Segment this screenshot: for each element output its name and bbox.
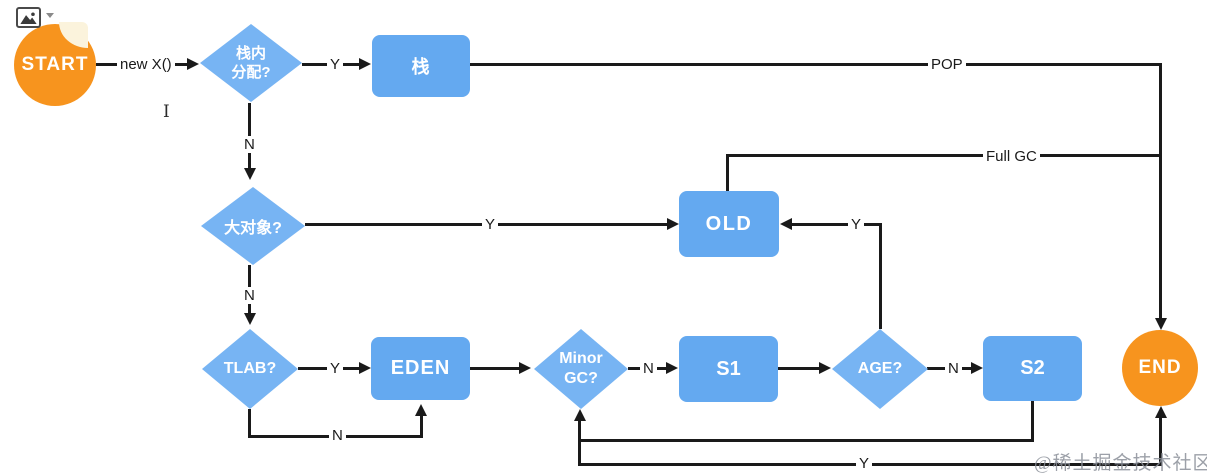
arrowhead [971, 362, 983, 374]
image-icon [20, 12, 37, 24]
edge-label-tlab-yes: Y [327, 360, 344, 377]
node-s1-label: S1 [716, 357, 741, 380]
edge-segment [420, 415, 423, 438]
edge-segment [578, 420, 581, 466]
edge-segment [879, 223, 882, 329]
edge-label-full-gc: Full GC [983, 148, 1040, 165]
chevron-down-icon[interactable] [46, 13, 54, 18]
edge-segment [792, 223, 881, 226]
arrowhead [187, 58, 199, 70]
arrowhead [1155, 318, 1167, 330]
edge-segment [1159, 417, 1162, 464]
node-s2-label: S2 [1020, 357, 1045, 379]
edge-segment [1031, 401, 1034, 442]
arrowhead [574, 409, 586, 421]
edge-label-pop: POP [928, 56, 966, 73]
node-old-label: OLD [705, 212, 753, 235]
edge-label-age-no: N [945, 360, 962, 377]
node-eden: EDEN [371, 337, 470, 400]
edge-label-new-x: new X() [117, 56, 175, 73]
arrowhead [244, 313, 256, 325]
arrowhead [519, 362, 531, 374]
node-s1: S1 [679, 336, 778, 402]
arrowhead [415, 404, 427, 416]
edge-label-age-to-old-yes: Y [848, 216, 865, 233]
node-eden-label: EDEN [390, 357, 451, 379]
edge-segment [1159, 63, 1162, 319]
node-age-decision: AGE? [832, 329, 928, 409]
edge-segment [248, 103, 251, 168]
arrowhead [359, 362, 371, 374]
edge-segment [578, 439, 1034, 442]
node-minor-gc-label: Minor GC? [559, 350, 603, 387]
arrowhead [667, 218, 679, 230]
image-tool-button[interactable] [16, 7, 41, 28]
edge-label-minor-gc-yes: Y [856, 455, 873, 472]
node-big-object-decision: 大对象? [201, 187, 305, 265]
node-start-label: START [21, 54, 89, 75]
edge-segment [470, 367, 520, 370]
watermark: @稀土掘金技术社区 [1034, 453, 1207, 474]
edge-label-minor-gc-no: N [640, 360, 657, 377]
node-tlab-label: TLAB? [223, 360, 277, 377]
node-stack: 栈 [372, 35, 470, 97]
edge-label-tlab-no: N [329, 427, 346, 444]
node-tlab-decision: TLAB? [202, 329, 298, 409]
edge-segment [726, 154, 1162, 157]
arrowhead [359, 58, 371, 70]
node-age-label: AGE? [857, 360, 903, 377]
node-old: OLD [679, 191, 779, 257]
node-end: END [1122, 330, 1198, 406]
node-big-object-label: 大对象? [224, 220, 282, 237]
node-s2: S2 [983, 336, 1082, 401]
arrowhead [819, 362, 831, 374]
node-stack-label: 栈 [411, 57, 431, 77]
arrowhead [1155, 406, 1167, 418]
edge-segment [726, 155, 729, 192]
arrowhead [244, 168, 256, 180]
edge-label-big-object-no: N [241, 287, 258, 304]
edge-label-stack-alloc-yes: Y [327, 56, 344, 73]
node-minor-gc-decision: Minor GC? [534, 329, 628, 409]
edge-label-big-object-yes: Y [482, 216, 499, 233]
edge-segment [248, 409, 251, 438]
arrowhead [780, 218, 792, 230]
node-stack-alloc-label: 栈内 分配? [231, 45, 271, 81]
node-end-label: END [1138, 357, 1182, 378]
edge-segment [778, 367, 820, 370]
text-cursor-icon: I [163, 102, 170, 122]
node-stack-alloc-decision: 栈内 分配? [200, 24, 302, 102]
arrowhead [666, 362, 678, 374]
edge-label-stack-alloc-no: N [241, 136, 258, 153]
edge-segment [470, 63, 1162, 66]
